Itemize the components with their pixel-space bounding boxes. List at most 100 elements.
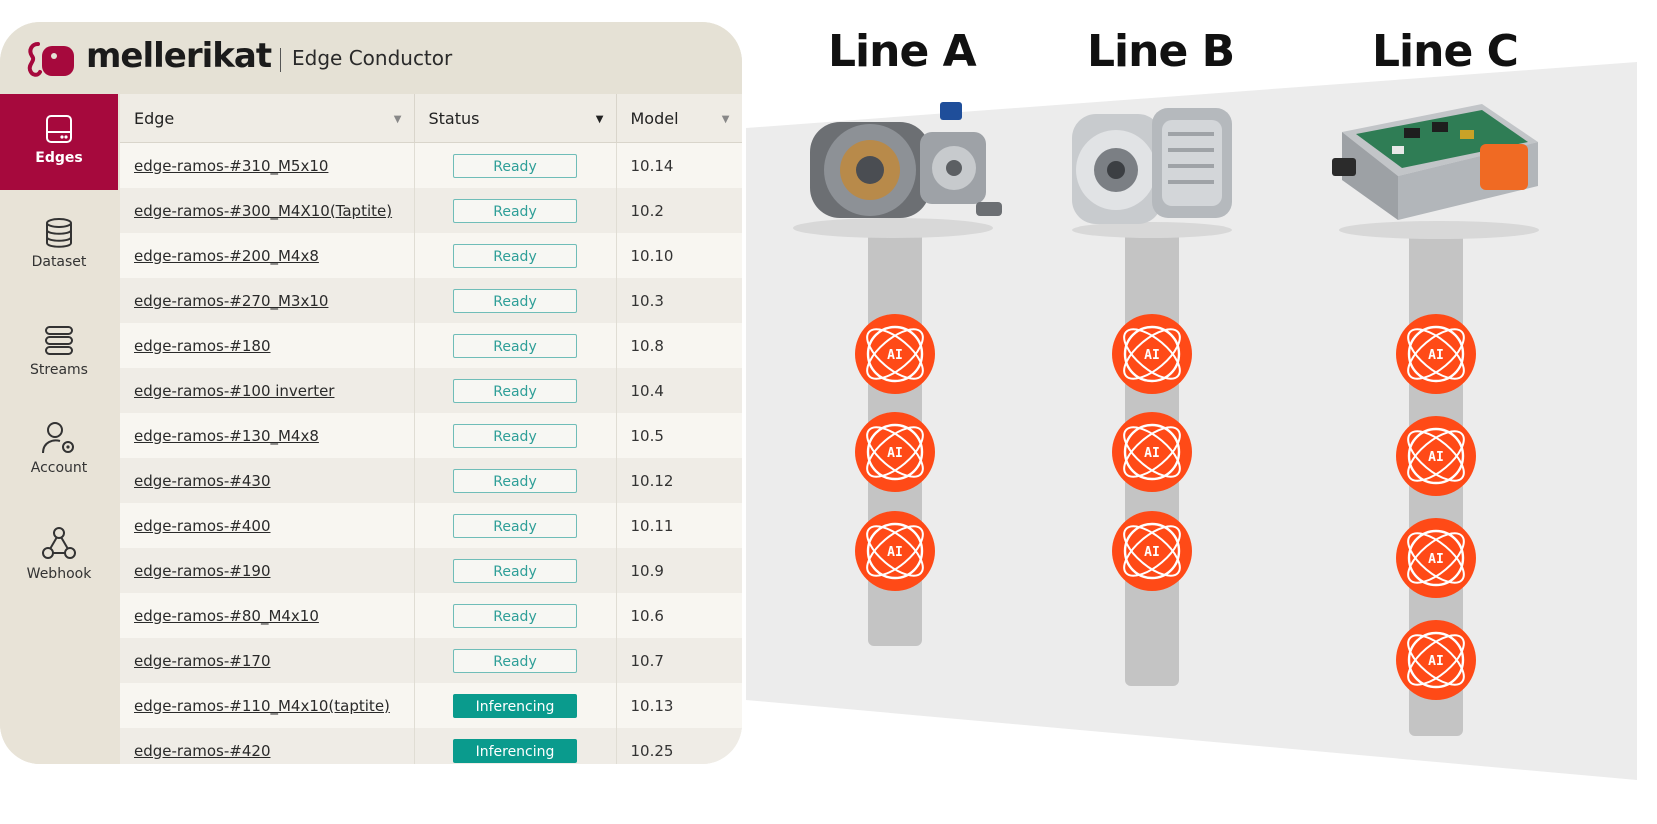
ai-badge-label: AI [887, 446, 903, 461]
sidebar-item-webhook[interactable]: Webhook [0, 524, 118, 624]
table-row[interactable]: edge-ramos-#170 Ready 10.7 [120, 638, 742, 683]
edge-link[interactable]: edge-ramos-#110_M4x10(taptite) [134, 696, 390, 715]
ai-badge-icon: AI [1394, 516, 1478, 600]
sidebar-item-label: Dataset [31, 254, 87, 270]
ai-badge-icon: AI [853, 410, 937, 494]
status-badge: Ready [453, 378, 577, 403]
sort-arrow-icon[interactable]: ▼ [721, 114, 730, 125]
edge-cell: edge-ramos-#170 [120, 638, 415, 683]
edge-cell: edge-ramos-#180 [120, 323, 415, 368]
sidebar-item-account[interactable]: Account [0, 420, 118, 520]
webhook-icon [42, 527, 76, 559]
line-a-title: Line A [828, 26, 977, 77]
ai-chip-icon: AI [1396, 416, 1476, 496]
model-cell: 10.8 [616, 323, 742, 368]
line-b-title: Line B [1087, 26, 1235, 77]
column-header-model[interactable]: Model ▼ [616, 94, 742, 143]
sidebar-item-edges[interactable]: Edges [0, 94, 118, 190]
edge-link[interactable]: edge-ramos-#200_M4x8 [134, 246, 319, 265]
ai-badge-label: AI [1428, 348, 1444, 363]
sort-arrow-icon[interactable]: ▼ [393, 114, 402, 125]
edge-cell: edge-ramos-#420 [120, 728, 415, 764]
edge-link[interactable]: edge-ramos-#190 [134, 561, 271, 580]
sidebar-item-dataset[interactable]: Dataset [0, 216, 118, 316]
ai-badge-icon: AI [1110, 509, 1194, 593]
table-row[interactable]: edge-ramos-#130_M4x8 Ready 10.5 [120, 413, 742, 458]
ai-badge-label: AI [1428, 450, 1444, 465]
ai-chip-icon: AI [1396, 518, 1476, 598]
line-c-title: Line C [1372, 26, 1519, 77]
streams-icon [45, 326, 73, 355]
ai-chip-icon: AI [855, 314, 935, 394]
model-cell: 10.11 [616, 503, 742, 548]
ai-badge-icon: AI [1394, 414, 1478, 498]
ai-badge-icon: AI [853, 312, 937, 396]
ai-badge-icon: AI [1394, 618, 1478, 702]
status-cell: Ready [414, 548, 617, 593]
product-name: Edge Conductor [292, 46, 453, 70]
status-badge: Ready [453, 648, 577, 673]
status-cell: Ready [414, 368, 617, 413]
edge-link[interactable]: edge-ramos-#180 [134, 336, 271, 355]
edge-link[interactable]: edge-ramos-#130_M4x8 [134, 426, 319, 445]
ai-badge-label: AI [1144, 446, 1160, 461]
status-badge: Inferencing [453, 693, 577, 718]
status-badge: Ready [453, 513, 577, 538]
status-badge: Ready [453, 468, 577, 493]
edge-link[interactable]: edge-ramos-#300_M4X10(Taptite) [134, 201, 393, 220]
table-row[interactable]: edge-ramos-#100 inverter Ready 10.4 [120, 368, 742, 413]
edge-link[interactable]: edge-ramos-#270_M3x10 [134, 291, 329, 310]
status-cell: Inferencing [414, 728, 617, 764]
table-row[interactable]: edge-ramos-#400 Ready 10.11 [120, 503, 742, 548]
edge-link[interactable]: edge-ramos-#310_M5x10 [134, 156, 329, 175]
inverter-board-image [1332, 104, 1539, 239]
model-cell: 10.10 [616, 233, 742, 278]
ai-chip-icon: AI [1112, 412, 1192, 492]
sidebar-item-label: Streams [30, 362, 88, 378]
edge-cell: edge-ramos-#430 [120, 458, 415, 503]
status-cell: Ready [414, 593, 617, 638]
model-cell: 10.5 [616, 413, 742, 458]
edge-cell: edge-ramos-#80_M4x10 [120, 593, 415, 638]
sidebar-item-streams[interactable]: Streams [0, 324, 118, 424]
table-header-row: Edge ▼ Status ▼ Model ▼ [120, 94, 742, 143]
edge-link[interactable]: edge-ramos-#80_M4x10 [134, 606, 319, 625]
model-cell: 10.4 [616, 368, 742, 413]
edge-link[interactable]: edge-ramos-#400 [134, 516, 271, 535]
edge-link[interactable]: edge-ramos-#100 inverter [134, 381, 335, 400]
status-cell: Ready [414, 458, 617, 503]
column-header-edge[interactable]: Edge ▼ [120, 94, 415, 143]
ai-chip-icon: AI [1112, 511, 1192, 591]
sidebar-item-label: Webhook [26, 566, 92, 582]
status-badge: Ready [453, 288, 577, 313]
table-row[interactable]: edge-ramos-#110_M4x10(taptite) Inferencin… [120, 683, 742, 728]
edge-link[interactable]: edge-ramos-#430 [134, 471, 271, 490]
model-cell: 10.25 [616, 728, 742, 764]
status-cell: Ready [414, 323, 617, 368]
column-header-status[interactable]: Status ▼ [414, 94, 617, 143]
status-cell: Ready [414, 142, 617, 188]
status-cell: Ready [414, 638, 617, 683]
ai-chip-icon: AI [1396, 314, 1476, 394]
status-cell: Ready [414, 413, 617, 458]
status-cell: Ready [414, 188, 617, 233]
edge-link[interactable]: edge-ramos-#420 [134, 741, 271, 760]
status-badge: Ready [453, 423, 577, 448]
model-cell: 10.7 [616, 638, 742, 683]
edge-cell: edge-ramos-#110_M4x10(taptite) [120, 683, 415, 728]
edge-link[interactable]: edge-ramos-#170 [134, 651, 271, 670]
edge-cell: edge-ramos-#100 inverter [120, 368, 415, 413]
status-cell: Inferencing [414, 683, 617, 728]
edge-cell: edge-ramos-#200_M4x8 [120, 233, 415, 278]
sort-arrow-icon[interactable]: ▼ [595, 114, 604, 125]
